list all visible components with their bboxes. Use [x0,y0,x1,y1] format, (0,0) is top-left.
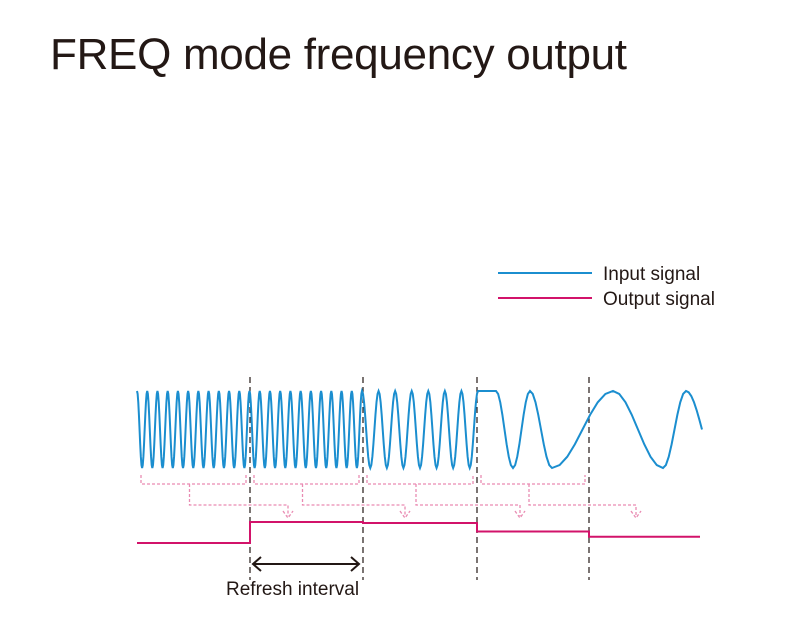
transfer-arrowhead-icon [514,510,526,520]
refresh-interval-arrow [251,556,361,572]
output-signal-wave [137,521,700,544]
transfer-bracket [366,475,521,516]
arrowhead-right-icon [350,556,361,572]
input-signal-wave [136,387,703,472]
transfer-arrowhead-icon [399,510,411,520]
transfer-bracket [140,475,289,516]
transfer-arrows [140,475,642,520]
legend-output-label: Output signal [603,289,715,310]
transfer-arrowhead-icon [282,510,294,520]
diagram-title: FREQ mode frequency output [50,30,627,79]
arrowhead-left-icon [251,556,262,572]
legend-input-label: Input signal [603,264,700,285]
refresh-dividers [249,377,590,580]
transfer-bracket [253,475,406,516]
refresh-interval-label: Refresh interval [226,579,359,600]
transfer-arrowhead-icon [630,510,642,520]
legend: Input signal Output signal [498,264,715,310]
transfer-bracket [480,475,637,516]
